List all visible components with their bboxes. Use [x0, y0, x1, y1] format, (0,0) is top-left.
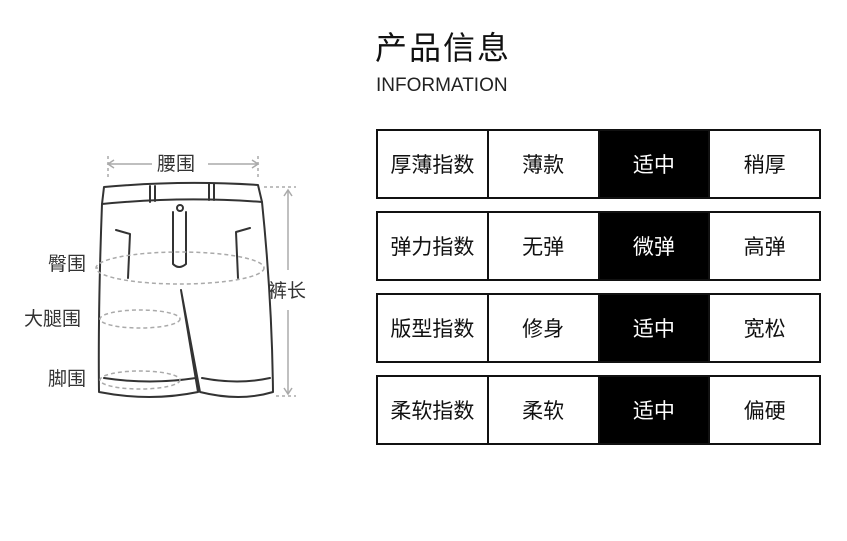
- option-cell[interactable]: 宽松: [708, 295, 819, 361]
- option-cell[interactable]: 无弹: [486, 213, 598, 279]
- option-cell-selected[interactable]: 适中: [597, 295, 709, 361]
- index-row-softness: 柔软指数 柔软 适中 偏硬: [376, 375, 821, 445]
- option-cell[interactable]: 稍厚: [708, 131, 819, 197]
- label-thigh: 大腿围: [24, 308, 82, 330]
- index-row-fit: 版型指数 修身 适中 宽松: [376, 293, 821, 363]
- option-cell-selected[interactable]: 微弹: [597, 213, 709, 279]
- option-cell[interactable]: 偏硬: [708, 377, 819, 443]
- label-hip: 臀围: [48, 253, 87, 275]
- product-index-table: 厚薄指数 薄款 适中 稍厚 弹力指数 无弹 微弹 高弹 版型指数 修身 适中 宽…: [376, 129, 821, 457]
- option-cell[interactable]: 柔软: [486, 377, 598, 443]
- label-length: 裤长: [268, 280, 307, 302]
- row-label: 版型指数: [390, 317, 475, 341]
- shorts-outline-icon: [95, 156, 296, 398]
- row-label: 弹力指数: [390, 235, 475, 259]
- row-label: 柔软指数: [390, 399, 475, 423]
- shorts-size-diagram: 腰围 臀围 大腿围 脚围 裤长: [0, 130, 340, 430]
- index-row-thickness: 厚薄指数 薄款 适中 稍厚: [376, 129, 821, 199]
- option-cell[interactable]: 薄款: [486, 131, 598, 197]
- index-row-elasticity: 弹力指数 无弹 微弹 高弹: [376, 211, 821, 281]
- option-cell[interactable]: 高弹: [708, 213, 819, 279]
- label-hem: 脚围: [48, 368, 87, 390]
- page-title: 产品信息: [375, 29, 512, 67]
- label-waist: 腰围: [157, 153, 196, 175]
- option-cell-selected[interactable]: 适中: [597, 131, 709, 197]
- option-cell-selected[interactable]: 适中: [597, 377, 709, 443]
- row-label: 厚薄指数: [390, 153, 475, 177]
- option-cell[interactable]: 修身: [486, 295, 598, 361]
- page-subtitle: INFORMATION: [376, 75, 508, 96]
